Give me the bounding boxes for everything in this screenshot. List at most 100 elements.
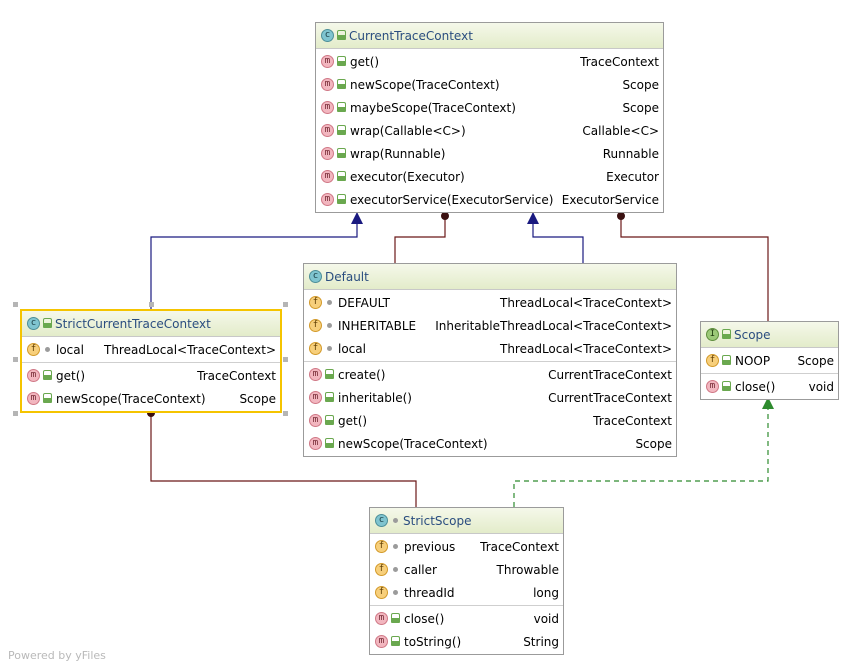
class-title: CurrentTraceContext [349, 28, 473, 43]
class-icon: c [375, 514, 388, 527]
method-icon: m [321, 170, 334, 183]
class-title: Default [325, 269, 369, 284]
selection-handle[interactable] [283, 302, 288, 307]
method-icon: m [706, 380, 719, 393]
public-visibility-icon [721, 381, 731, 391]
interface-icon: I [706, 328, 719, 341]
method-name: newScope(TraceContext) [350, 77, 500, 92]
method-row[interactable]: m executor(Executor) Executor [316, 165, 663, 188]
method-row[interactable]: m newScope(TraceContext) Scope [304, 432, 676, 455]
class-icon: c [309, 270, 322, 283]
class-header[interactable]: I Scope [701, 322, 838, 348]
method-return-type: Scope [622, 77, 659, 92]
selection-handle[interactable] [149, 302, 154, 307]
public-visibility-icon [336, 30, 346, 40]
method-icon: m [27, 369, 40, 382]
class-title: StrictScope [403, 513, 472, 528]
package-visibility-icon [393, 590, 398, 595]
method-name: newScope(TraceContext) [338, 436, 488, 451]
public-visibility-icon [336, 125, 346, 135]
method-icon: m [321, 124, 334, 137]
field-icon: f [375, 586, 388, 599]
field-name: INHERITABLE [338, 318, 417, 333]
method-return-type: CurrentTraceContext [548, 390, 672, 405]
public-visibility-icon [336, 148, 346, 158]
public-visibility-icon [42, 318, 52, 328]
selection-handle[interactable] [283, 357, 288, 362]
class-header[interactable]: c StrictScope [370, 508, 563, 534]
method-icon: m [27, 392, 40, 405]
class-header[interactable]: c StrictCurrentTraceContext [22, 311, 280, 337]
class-header[interactable]: c CurrentTraceContext [316, 23, 663, 49]
field-icon: f [309, 342, 322, 355]
public-visibility-icon [42, 370, 52, 380]
public-visibility-icon [721, 329, 731, 339]
method-icon: m [321, 101, 334, 114]
method-icon: m [375, 612, 388, 625]
nest-dot [441, 212, 449, 220]
field-type: ThreadLocal<TraceContext> [499, 341, 672, 356]
field-icon: f [706, 354, 719, 367]
package-visibility-icon [393, 544, 398, 549]
method-name: inheritable() [338, 390, 412, 405]
method-return-type: Scope [622, 100, 659, 115]
package-visibility-icon [45, 347, 50, 352]
method-return-type: Scope [635, 436, 672, 451]
method-name: toString() [404, 634, 462, 649]
field-type: Throwable [496, 562, 559, 577]
public-visibility-icon [324, 438, 334, 448]
selection-handle[interactable] [13, 357, 18, 362]
method-icon: m [309, 437, 322, 450]
method-name: wrap(Callable<C>) [350, 123, 466, 138]
method-return-type: Callable<C> [582, 123, 659, 138]
public-visibility-icon [390, 613, 400, 623]
powered-by-label: Powered by yFiles [8, 649, 106, 662]
method-name: executor(Executor) [350, 169, 465, 184]
field-icon: f [309, 296, 322, 309]
package-visibility-icon [327, 323, 332, 328]
class-title: StrictCurrentTraceContext [55, 316, 211, 331]
method-row[interactable]: m wrap(Callable<C>) Callable<C> [316, 119, 663, 142]
field-type: InheritableThreadLocal<TraceContext> [435, 318, 672, 333]
method-return-type: Executor [606, 169, 659, 184]
public-visibility-icon [324, 415, 334, 425]
public-visibility-icon [336, 79, 346, 89]
selection-handle[interactable] [13, 411, 18, 416]
method-return-type: TraceContext [593, 413, 672, 428]
method-return-type: Scope [239, 391, 276, 406]
inherit-arrowhead [351, 212, 363, 224]
class-header[interactable]: c Default [304, 264, 676, 290]
selection-handle[interactable] [283, 411, 288, 416]
selection-handle[interactable] [13, 302, 18, 307]
